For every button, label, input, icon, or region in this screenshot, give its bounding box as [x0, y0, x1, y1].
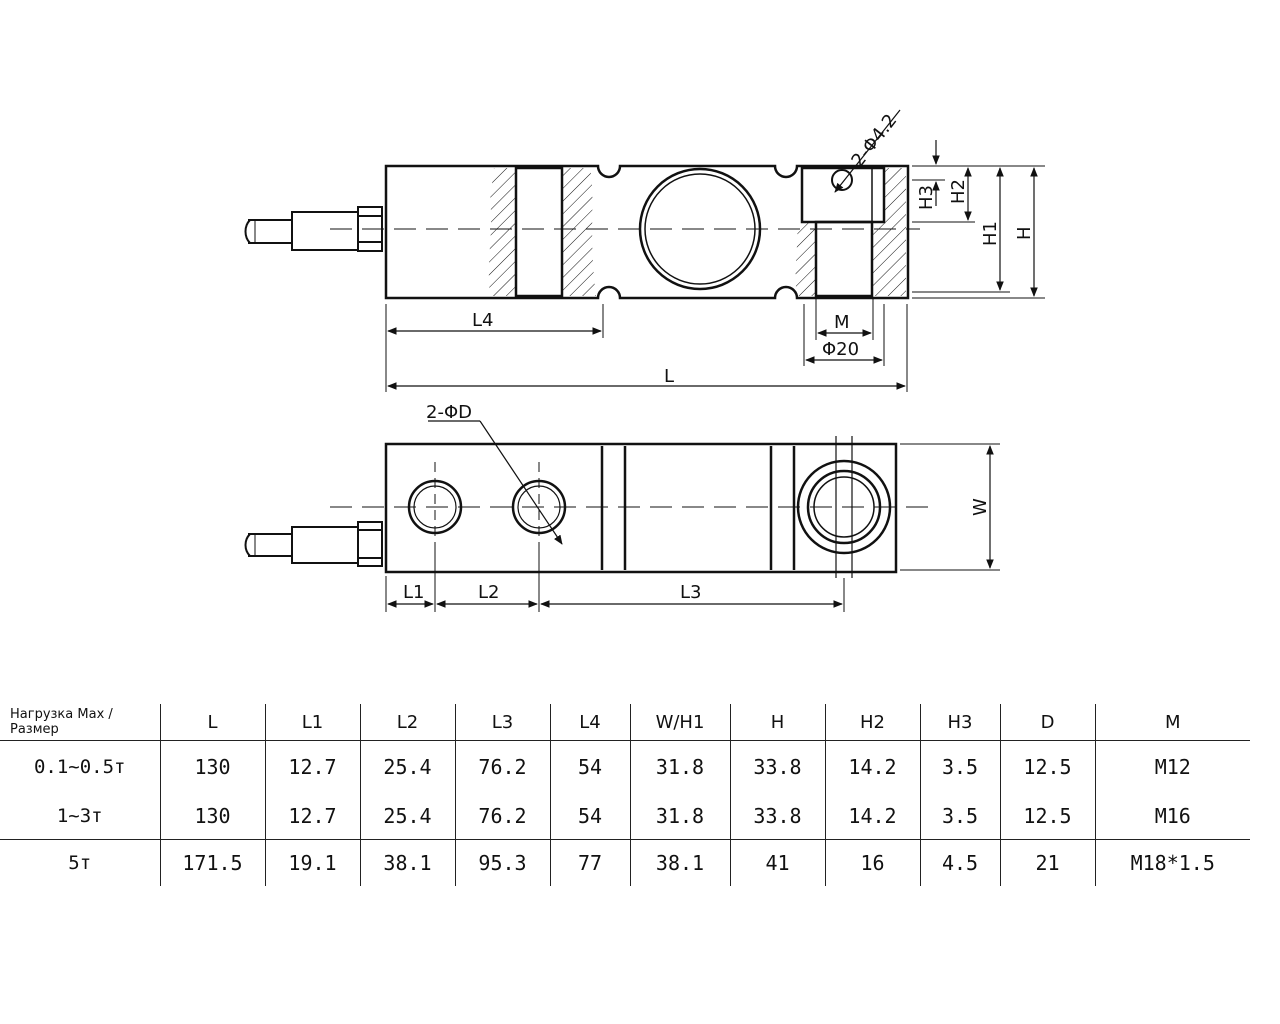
col-header: H2 [824, 704, 920, 741]
side-thread-hatch-top [884, 168, 906, 222]
table-row: 5т 171.5 19.1 38.1 95.3 77 38.1 41 16 4.… [0, 839, 1250, 886]
table-cell: 33.8 [729, 740, 825, 793]
table-cell: 31.8 [629, 740, 730, 793]
col-header: L4 [549, 704, 630, 741]
side-thread-hatch-left [795, 222, 816, 296]
dim-H-label: H [1014, 226, 1035, 240]
col-header: M [1094, 704, 1250, 741]
table-cell: M18*1.5 [1094, 839, 1250, 886]
dimension-table: Нагрузка Max / Размер L L1 L2 L3 L4 W/H1… [0, 704, 1250, 886]
col-header: L3 [454, 704, 550, 741]
side-hatch-left [488, 168, 516, 296]
table-cell: 14.2 [824, 740, 920, 793]
table-cell: 12.5 [999, 793, 1095, 840]
dim-H1-label: H1 [980, 221, 1001, 246]
side-cable [244, 206, 383, 252]
table-cell: 38.1 [629, 839, 730, 886]
dim-L1-label: L1 [403, 582, 424, 603]
table-cell: 54 [549, 740, 630, 793]
table-cell: 3.5 [919, 740, 1000, 793]
side-hatch-right [562, 168, 596, 296]
table-cell: 25.4 [359, 793, 455, 840]
side-thread-hatch-right [872, 222, 906, 296]
side-thread-hole [814, 220, 874, 298]
table-cell: 31.8 [629, 793, 730, 840]
table-cell: 12.7 [264, 740, 360, 793]
table-cell: 4.5 [919, 839, 1000, 886]
table-cell: 41 [729, 839, 825, 886]
dim-L4-label: L4 [472, 310, 493, 331]
table-header-row: Нагрузка Max / Размер L L1 L2 L3 L4 W/H1… [0, 704, 1250, 741]
table-cell: 12.7 [264, 793, 360, 840]
technical-drawing: 2-Φ4.2 L4 M Φ20 L H3 H2 H1 [244, 109, 1045, 612]
table-cell: 130 [159, 740, 265, 793]
row-load: 5т [68, 852, 92, 874]
table-cell: 16 [824, 839, 920, 886]
dim-M-label: M [834, 312, 850, 333]
table-cell: 38.1 [359, 839, 455, 886]
table-cell: 14.2 [824, 793, 920, 840]
table-cell: 54 [549, 793, 630, 840]
table-cell: 25.4 [359, 740, 455, 793]
col-header: L1 [264, 704, 360, 741]
top-body-outline [384, 442, 898, 574]
col-header: W/H1 [629, 704, 730, 741]
col-header: H3 [919, 704, 1000, 741]
dim-phi20-label: Φ20 [822, 339, 859, 360]
table-cell: 130 [159, 793, 265, 840]
row-load: 0.1~0.5т [33, 756, 126, 778]
table-corner-label: Нагрузка Max / Размер [0, 704, 160, 741]
table-cell: 95.3 [454, 839, 550, 886]
dim-H3-label: H3 [916, 185, 937, 210]
table-cell: 33.8 [729, 793, 825, 840]
side-view: 2-Φ4.2 L4 M Φ20 L H3 H2 H1 [244, 109, 1045, 392]
table-cell: 76.2 [454, 740, 550, 793]
table-cell: 21 [999, 839, 1095, 886]
side-body-outline [384, 164, 910, 300]
table-cell: 19.1 [264, 839, 360, 886]
dim-W-label: W [970, 498, 991, 516]
side-hole-callout: 2-Φ4.2 [847, 110, 901, 171]
col-header: L2 [359, 704, 455, 741]
table-cell: M16 [1094, 793, 1250, 840]
side-small-hole [831, 169, 853, 191]
dim-L3-label: L3 [680, 582, 701, 603]
col-header: L [159, 704, 265, 741]
col-header: D [999, 704, 1095, 741]
table-row: 1~3т 130 12.7 25.4 76.2 54 31.8 33.8 14.… [0, 793, 1250, 840]
dim-L-label: L [664, 366, 674, 387]
table-cell: 12.5 [999, 740, 1095, 793]
top-hole-callout: 2-ΦD [426, 402, 472, 423]
side-slot [514, 166, 564, 298]
dim-H2-label: H2 [948, 179, 969, 204]
table-cell: 171.5 [159, 839, 265, 886]
table-row: 0.1~0.5т 130 12.7 25.4 76.2 54 31.8 33.8… [0, 740, 1250, 793]
table-cell: 77 [549, 839, 630, 886]
table-cell: 76.2 [454, 793, 550, 840]
row-load: 1~3т [0, 793, 160, 840]
dim-L2-label: L2 [478, 582, 499, 603]
table-cell: M12 [1094, 740, 1250, 793]
top-view: 2-ΦD L1 L2 L3 W [244, 402, 1000, 612]
top-cable [244, 521, 383, 567]
col-header: H [729, 704, 825, 741]
table-cell: 3.5 [919, 793, 1000, 840]
